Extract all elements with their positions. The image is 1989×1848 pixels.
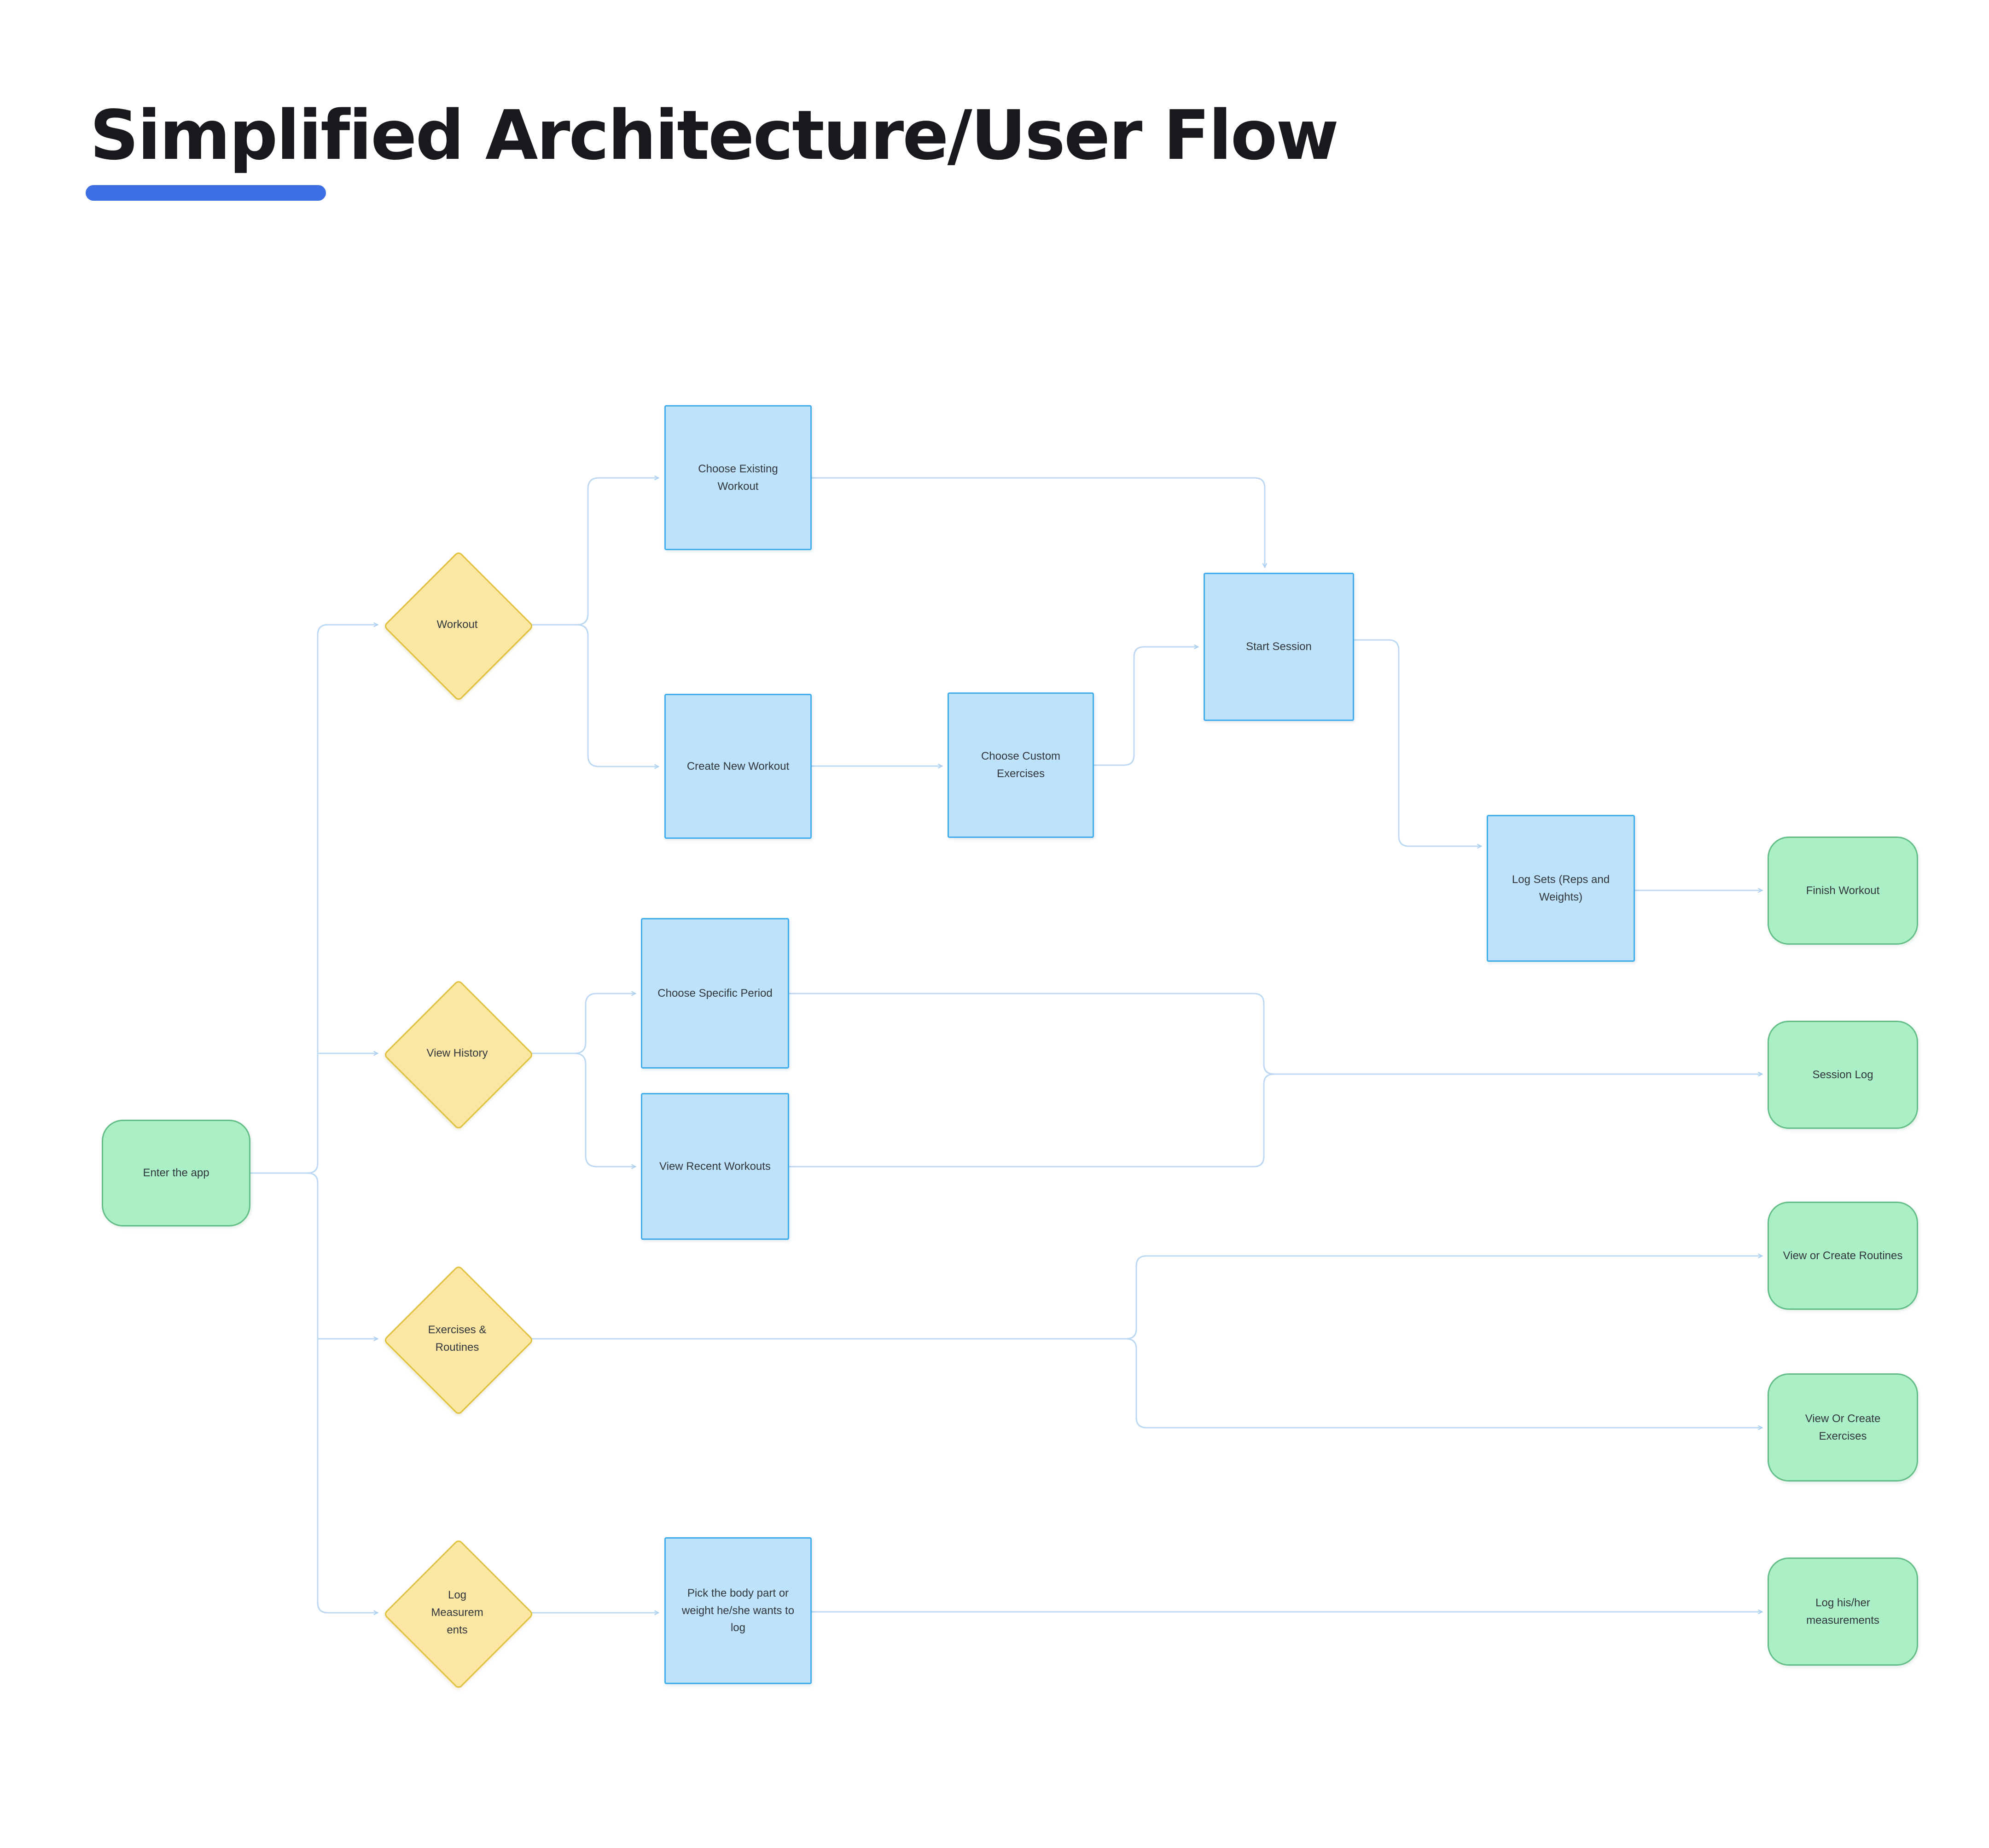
node-choose-existing-workout[interactable]: Choose Existing Workout xyxy=(664,405,812,550)
connector-choose-specific-merge xyxy=(788,993,1275,1075)
connector-spine-lower xyxy=(307,1172,329,1614)
node-label: View Or Create Exercises xyxy=(1805,1412,1881,1442)
node-label: Log his/her measurements xyxy=(1806,1596,1879,1627)
connector-choose-custom-start-session xyxy=(1093,644,1199,766)
node-start-session[interactable]: Start Session xyxy=(1204,573,1354,721)
node-view-or-create-exercises[interactable]: View Or Create Exercises xyxy=(1768,1373,1918,1482)
node-label: Workout xyxy=(436,618,478,631)
node-label: Choose Specific Period xyxy=(657,987,773,1000)
connector-view-recent-merge xyxy=(788,1073,1275,1168)
connector-workout-create-new xyxy=(529,624,660,769)
connector-choose-existing-start-session xyxy=(811,477,1268,569)
connector-start-session-log-sets xyxy=(1353,639,1483,849)
node-label: View or Create Routines xyxy=(1783,1249,1903,1262)
node-label: Session Log xyxy=(1812,1068,1873,1081)
node-label: Exercises & Routines xyxy=(428,1324,487,1354)
node-label: Log Measurements xyxy=(431,1589,483,1636)
node-label: View History xyxy=(426,1047,488,1060)
node-label: Create New Workout xyxy=(686,760,790,773)
node-label: Log Sets (Reps and Weights) xyxy=(1512,873,1610,903)
node-finish-workout[interactable]: Finish Workout xyxy=(1768,837,1918,945)
page-title: Simplified Architecture/User Flow xyxy=(90,96,1339,175)
node-label: Start Session xyxy=(1246,640,1312,653)
node-label: View Recent Workouts xyxy=(659,1160,771,1173)
node-exercises-routines-decision[interactable]: Exercises & Routines xyxy=(383,1264,535,1416)
node-label: Choose Custom Exercises xyxy=(981,750,1061,780)
node-log-his-her-measurements[interactable]: Log his/her measurements xyxy=(1768,1557,1918,1666)
node-log-measurements-decision[interactable]: Log Measurements xyxy=(383,1538,535,1690)
node-label: Pick the body part or weight he/she want… xyxy=(681,1586,795,1634)
node-label: Choose Existing Workout xyxy=(698,462,778,493)
node-label: Enter the app xyxy=(143,1167,209,1180)
node-view-or-create-routines[interactable]: View or Create Routines xyxy=(1768,1202,1918,1310)
node-session-log[interactable]: Session Log xyxy=(1768,1021,1918,1129)
node-view-recent-workouts[interactable]: View Recent Workouts xyxy=(641,1093,789,1240)
connector-exroutines-view-exercises xyxy=(529,1338,1763,1430)
connector-workout-choose-existing xyxy=(529,475,660,626)
node-workout-decision[interactable]: Workout xyxy=(383,550,535,702)
title-underline xyxy=(86,185,326,201)
connector-history-view-recent xyxy=(529,1052,637,1169)
node-view-history-decision[interactable]: View History xyxy=(383,979,535,1131)
node-create-new-workout[interactable]: Create New Workout xyxy=(664,694,812,839)
connector-exroutines-view-routines xyxy=(529,1253,1763,1340)
connector-history-choose-specific xyxy=(529,991,637,1054)
node-log-sets[interactable]: Log Sets (Reps and Weights) xyxy=(1487,815,1635,962)
node-enter-the-app[interactable]: Enter the app xyxy=(102,1120,250,1226)
node-pick-body-part[interactable]: Pick the body part or weight he/she want… xyxy=(664,1537,812,1684)
node-label: Finish Workout xyxy=(1806,884,1880,897)
node-choose-specific-period[interactable]: Choose Specific Period xyxy=(641,918,789,1069)
connector-spine-upper xyxy=(307,624,329,1174)
node-choose-custom-exercises[interactable]: Choose Custom Exercises xyxy=(948,692,1094,838)
